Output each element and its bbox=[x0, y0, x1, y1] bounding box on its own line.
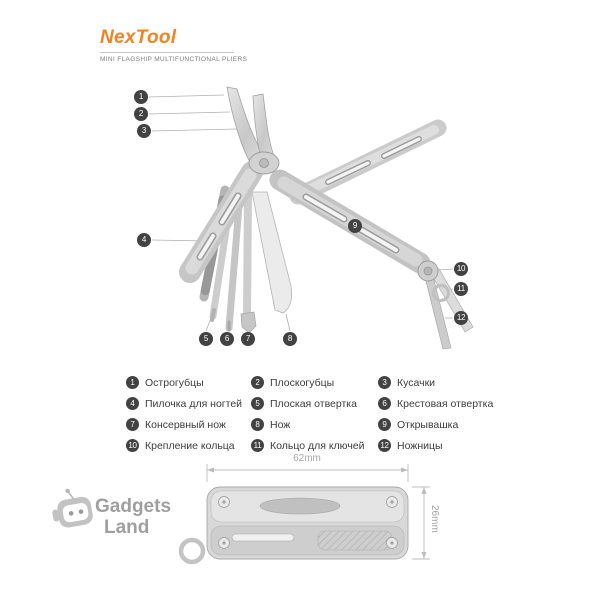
legend-item-2: 2 Плоскогубцы bbox=[251, 376, 378, 389]
legend-label: Консервный нож bbox=[145, 418, 226, 431]
callout-3: 3 bbox=[137, 124, 151, 138]
brand-logo: NexTool bbox=[100, 27, 177, 48]
legend-item-12: 12 Ножницы bbox=[378, 439, 588, 452]
legend-item-10: 10 Крепление кольца bbox=[126, 439, 251, 452]
legend-item-3: 3 Кусачки bbox=[378, 376, 588, 389]
closed-key-ring bbox=[178, 537, 206, 565]
knife-tool bbox=[251, 191, 293, 314]
legend-number-badge: 6 bbox=[378, 397, 391, 410]
watermark-text-1: Gadgets bbox=[95, 496, 172, 517]
legend-item-1: 1 Острогубцы bbox=[126, 376, 251, 389]
callout-12: 12 bbox=[454, 311, 468, 325]
legend-label: Кольцо для ключей bbox=[270, 439, 365, 452]
legend-label: Крепление кольца bbox=[145, 439, 235, 452]
legend-number-badge: 4 bbox=[126, 397, 139, 410]
brand-header: NexTool MINI FLAGSHIP MULTIFUNCTIONAL PL… bbox=[100, 27, 247, 63]
key-ring bbox=[431, 283, 451, 303]
brand-divider bbox=[100, 52, 234, 53]
pliers-head bbox=[226, 86, 280, 175]
robot-icon bbox=[52, 488, 93, 528]
callout-2: 2 bbox=[134, 107, 148, 121]
legend-number-badge: 7 bbox=[126, 418, 139, 431]
callout-8: 8 bbox=[283, 332, 297, 346]
dimension-lines bbox=[206, 464, 430, 560]
legend-label: Крестовая отвертка bbox=[397, 397, 494, 410]
callout-5: 5 bbox=[199, 332, 213, 346]
legend-item-7: 7 Консервный нож bbox=[126, 418, 251, 431]
callout-1: 1 bbox=[134, 90, 148, 104]
legend: 1 Острогубцы 2 Плоскогубцы 3 Кусачки 4 П… bbox=[126, 372, 588, 456]
callout-7: 7 bbox=[241, 332, 255, 346]
legend-number-badge: 11 bbox=[251, 439, 264, 452]
legend-item-6: 6 Крестовая отвертка bbox=[378, 397, 588, 410]
watermark-text-2: Land bbox=[104, 517, 150, 538]
legend-item-11: 11 Кольцо для ключей bbox=[251, 439, 378, 452]
legend-number-badge: 8 bbox=[251, 418, 264, 431]
legend-label: Плоскогубцы bbox=[270, 376, 335, 389]
legend-item-4: 4 Пилочка для ногтей bbox=[126, 397, 251, 410]
legend-item-9: 9 Открывашка bbox=[378, 418, 588, 431]
legend-label: Ножницы bbox=[397, 439, 443, 452]
closed-multitool bbox=[178, 486, 409, 565]
legend-label: Плоская отвертка bbox=[270, 397, 357, 410]
legend-number-badge: 3 bbox=[378, 376, 391, 389]
left-handle bbox=[179, 161, 263, 283]
watermark: Gadgets Land bbox=[95, 496, 171, 538]
callout-11: 11 bbox=[454, 282, 468, 296]
legend-label: Кусачки bbox=[397, 376, 436, 389]
legend-label: Нож bbox=[270, 418, 291, 431]
legend-number-badge: 10 bbox=[126, 439, 139, 452]
legend-item-5: 5 Плоская отвертка bbox=[251, 397, 378, 410]
legend-number-badge: 2 bbox=[251, 376, 264, 389]
frame-handle bbox=[289, 119, 447, 205]
legend-number-badge: 5 bbox=[251, 397, 264, 410]
legend-number-badge: 9 bbox=[378, 418, 391, 431]
legend-label: Острогубцы bbox=[145, 376, 204, 389]
callout-4: 4 bbox=[137, 233, 151, 247]
callout-9: 9 bbox=[348, 219, 362, 233]
phillips-screwdriver-tool bbox=[225, 190, 244, 332]
open-multitool bbox=[179, 86, 474, 350]
callout-6: 6 bbox=[220, 332, 234, 346]
callout-10: 10 bbox=[454, 262, 468, 276]
callout-leader-lines bbox=[148, 94, 454, 332]
legend-number-badge: 1 bbox=[126, 376, 139, 389]
dimension-height-label: 26mm bbox=[429, 505, 440, 533]
can-opener-tool bbox=[240, 190, 257, 334]
legend-item-8: 8 Нож bbox=[251, 418, 378, 431]
brand-tagline: MINI FLAGSHIP MULTIFUNCTIONAL PLIERS bbox=[100, 56, 248, 63]
legend-label: Открывашка bbox=[397, 418, 459, 431]
legend-number-badge: 12 bbox=[378, 439, 391, 452]
dimension-width-label: 62mm bbox=[293, 453, 321, 464]
legend-label: Пилочка для ногтей bbox=[145, 397, 243, 410]
